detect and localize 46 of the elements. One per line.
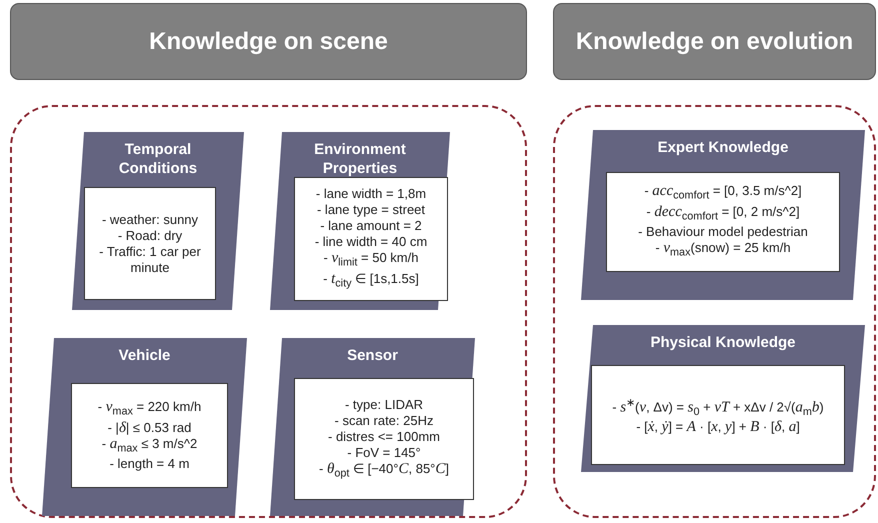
list-item: - acc$_{comfort}$ = [0, 3.5 m/s^2] (644, 183, 802, 204)
list-item: - lane amount = 2 (320, 218, 422, 234)
list-item: - type: LIDAR (344, 396, 424, 413)
list-item: - distres <= 100mm (328, 428, 440, 445)
list-item: - v$_{limit}$ = 50 km/h (324, 250, 418, 271)
section-header: Knowledge on evolution (553, 3, 876, 80)
list-item: - s$^{∗}$(v, Δv) = s$_{0}$ + vT + xΔv / 2√(a$_{m}$b) (612, 396, 824, 420)
list-item: - v$_{max}$ = 220 km/h (98, 398, 202, 420)
list-item: - line width = 40 cm (314, 234, 428, 250)
card-heading: Environment Properties (313, 140, 407, 178)
card-heading: Temporal Conditions (118, 140, 198, 178)
list-item: - decc$_{comfort}$ = [0, 2 m/s^2] (646, 204, 800, 224)
list-item: - t$_{city}$ ∈ [1s,1.5s] (323, 271, 419, 292)
parallelogram-card (42, 338, 247, 516)
dashed-group-region (10, 105, 527, 518)
parallelogram-card (581, 325, 865, 472)
list-item: - [ẋ, ẏ] = A · [x, y] + B · [δ, a] (636, 419, 800, 436)
parallelogram-card (581, 130, 865, 300)
text-box (606, 172, 840, 272)
list-item: - Behaviour model pedestrian (638, 224, 808, 240)
dashed-group-region (553, 105, 876, 518)
text-box (84, 187, 216, 300)
text-box (294, 378, 474, 500)
list-item: - length = 4 m (110, 456, 190, 472)
list-item: - Road: dry (118, 228, 182, 244)
parallelogram-card (72, 132, 244, 310)
card-heading: Physical Knowledge (649, 333, 797, 352)
text-box (71, 383, 228, 488)
list-item: - Traffic: 1 car per minute (98, 244, 202, 276)
card-heading: Sensor (346, 346, 399, 365)
card-heading: Expert Knowledge (656, 138, 790, 157)
section-header: Knowledge on scene (10, 3, 527, 80)
text-box (294, 177, 448, 301)
list-item: - scan rate: 25Hz (334, 412, 434, 429)
card-heading: Vehicle (118, 346, 172, 365)
list-item: - lane type = street (316, 202, 426, 218)
list-item: - |δ| ≤ 0.53 rad (108, 420, 192, 436)
list-item: - lane width = 1,8m (316, 186, 426, 202)
list-item: - v$_{max}$(snow) = 25 km/h (655, 240, 791, 261)
list-item: - FoV = 145° (347, 444, 421, 461)
list-item: - θ$_{opt}$ ∈ [−40°C, 85°C] (318, 460, 450, 482)
parallelogram-card (270, 338, 475, 516)
parallelogram-card (270, 132, 450, 310)
text-box (591, 365, 845, 465)
list-item: - weather: sunny (102, 212, 198, 228)
list-item: - a$_{max}$ ≤ 3 m/s^2 (102, 436, 198, 456)
